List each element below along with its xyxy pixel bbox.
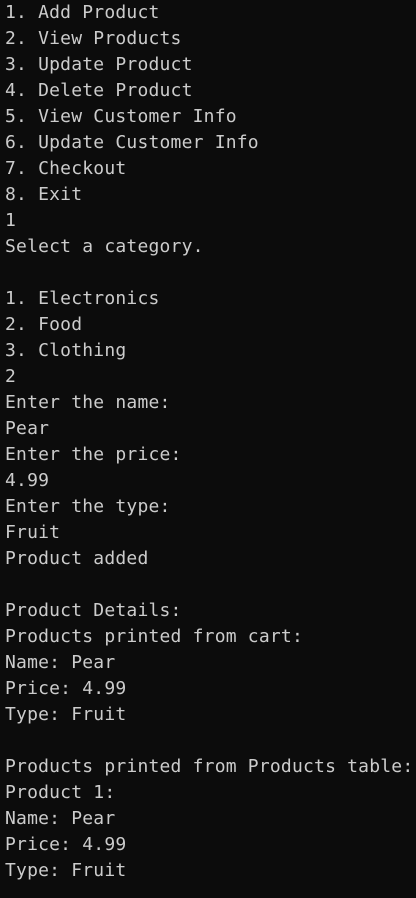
user-input-menu-choice: 1: [5, 210, 17, 231]
menu-option-update-product: 3. Update Product: [5, 54, 193, 75]
menu-option-view-customer-info: 5. View Customer Info: [5, 106, 237, 127]
menu-option-update-customer-info: 6. Update Customer Info: [5, 132, 259, 153]
cart-product-type: Type: Fruit: [5, 704, 127, 725]
heading-products-from-cart: Products printed from cart:: [5, 626, 303, 647]
table-product-price: Price: 4.99: [5, 834, 127, 855]
blank-line: [0, 260, 416, 286]
category-option-food: 2. Food: [5, 314, 83, 335]
prompt-select-category: Select a category.: [5, 236, 204, 257]
prompt-enter-type: Enter the type:: [5, 496, 171, 517]
menu-option-add-product: 1. Add Product: [5, 2, 160, 23]
prompt-enter-name: Enter the name:: [5, 392, 171, 413]
table-product-type: Type: Fruit: [5, 860, 127, 881]
prompt-enter-price: Enter the price:: [5, 444, 182, 465]
blank-line: [0, 728, 416, 754]
user-input-category-choice: 2: [5, 366, 17, 387]
menu-option-view-products: 2. View Products: [5, 28, 182, 49]
cart-product-price: Price: 4.99: [5, 678, 127, 699]
heading-products-from-table: Products printed from Products table:: [5, 756, 414, 777]
user-input-price: 4.99: [5, 470, 50, 491]
menu-option-checkout: 7. Checkout: [5, 158, 127, 179]
user-input-type: Fruit: [5, 522, 61, 543]
category-option-clothing: 3. Clothing: [5, 340, 127, 361]
user-input-name: Pear: [5, 418, 50, 439]
menu-option-exit: 8. Exit: [5, 184, 83, 205]
table-product-label: Product 1:: [5, 782, 116, 803]
menu-option-delete-product: 4. Delete Product: [5, 80, 193, 101]
cart-product-name: Name: Pear: [5, 652, 116, 673]
status-product-added: Product added: [5, 548, 149, 569]
heading-product-details: Product Details:: [5, 600, 182, 621]
category-option-electronics: 1. Electronics: [5, 288, 160, 309]
blank-line: [0, 572, 416, 598]
table-product-name: Name: Pear: [5, 808, 116, 829]
